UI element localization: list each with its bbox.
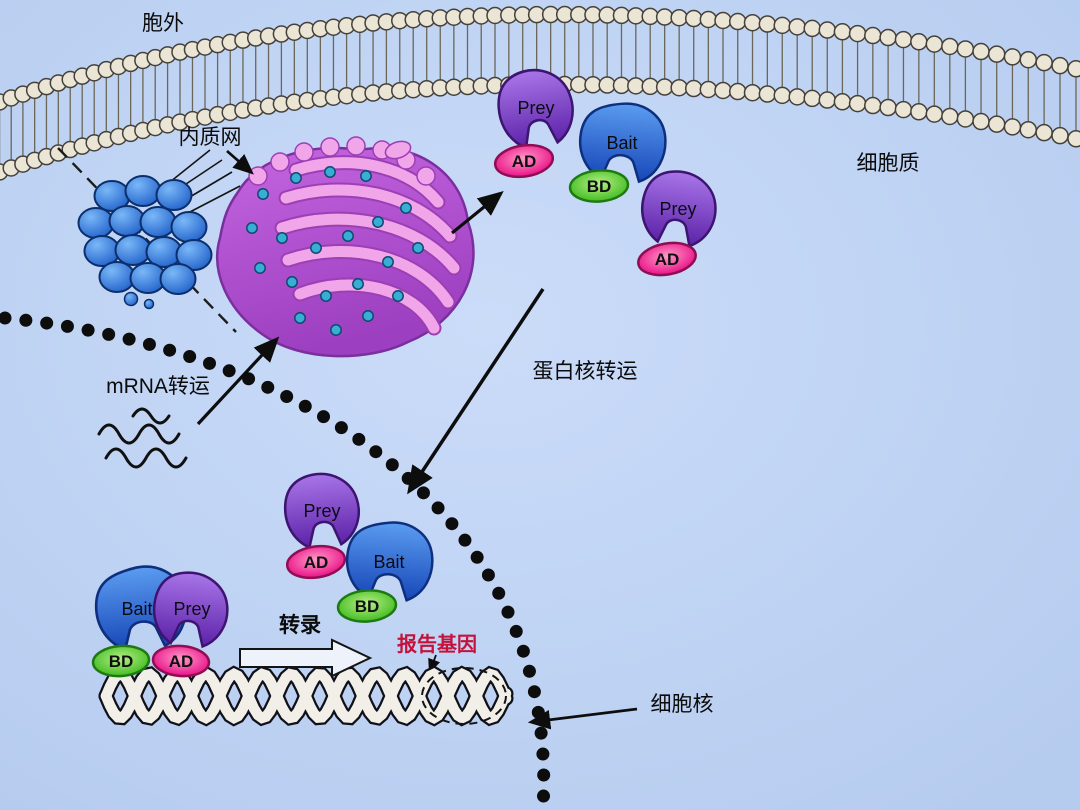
plasma-membrane [0,5,1080,181]
ad-domain-complex: AD [151,644,211,678]
nuclear-import-arrow [407,288,545,495]
label-reporter-gene: 报告基因 [397,632,477,656]
label-mrna-transport: mRNA转运 [106,375,210,398]
svg-text:BD: BD [109,652,134,671]
label-nucleus: 细胞核 [651,693,714,716]
dna-helix [98,665,514,727]
ad-domain-cytoplasm-2: AD [637,241,697,277]
mrna-transport-arrow [196,336,280,426]
svg-text:AD: AD [304,553,329,572]
er-top-scallops [248,136,436,186]
bd-domain-nucleus: BD [336,589,398,623]
er-label-arrow [226,150,254,175]
bait-label-nucleus: Bait [373,552,404,572]
label-protein-nuclear-transport: 蛋白核转运 [533,360,638,383]
label-cytoplasm: 细胞质 [857,152,920,175]
reporter-gene-region [421,667,507,725]
er-to-protein-arrow [450,190,504,235]
transcription-arrow [239,638,373,678]
svg-text:AD: AD [655,250,680,269]
nuclear-envelope [0,311,551,810]
svg-text:AD: AD [169,652,194,671]
mrna-squiggles [97,407,188,469]
svg-text:AD: AD [512,152,537,171]
nucleus-label-arrow [527,707,638,730]
er-ribosome-dots [246,166,424,336]
bd-domain-cytoplasm: BD [568,169,630,203]
ad-domain-nucleus: AD [285,544,347,580]
label-extracellular: 胞外 [142,12,184,35]
prey-label-nucleus: Prey [303,501,340,521]
bd-domain-complex: BD [91,644,151,678]
bait-label-complex: Bait [121,599,152,619]
er-cisternae [274,155,462,336]
prey-label-complex: Prey [173,599,210,619]
label-transcription: 转录 [279,613,321,637]
prey-label-cytoplasm-2: Prey [659,199,696,219]
endoplasmic-reticulum [216,136,475,358]
er-vesicle [384,140,412,160]
svg-text:BD: BD [587,177,612,196]
arrows [196,150,638,730]
svg-text:BD: BD [355,597,380,616]
prey-label-cytoplasm-1: Prey [517,98,554,118]
label-er: 内质网 [179,126,242,149]
bait-label-cytoplasm: Bait [606,133,637,153]
ribosome-cluster [77,175,213,310]
ad-domain-cytoplasm-1: AD [493,143,555,179]
